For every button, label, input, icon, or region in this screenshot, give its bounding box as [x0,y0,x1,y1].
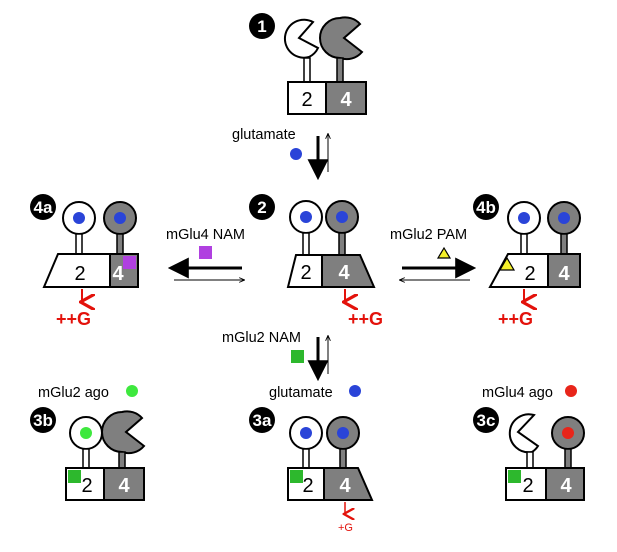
mglu4-nam-square [199,246,212,259]
badge-1 [249,13,275,39]
state-4b: 4b 2 4 ++G [473,194,581,329]
label-2: 2 [81,475,92,497]
stalk-gray [118,451,126,469]
mglu4-ago-bound [562,427,574,439]
badge-2 [249,194,275,220]
state-3c: mGlu4 ago 3c 2 4 [473,385,585,501]
stalk-gray [338,232,346,256]
badge-4a [30,194,56,220]
glutamate-bound [73,212,85,224]
stalk-gray [560,233,568,255]
mglu2-nam-bound [68,470,81,483]
glutamate-bound [337,427,349,439]
mglu2-ago-dot [126,385,138,397]
badge-3a [249,407,275,433]
mglu2-pam-triangle [436,246,452,259]
badge-4b [473,194,499,220]
glutamate-label: glutamate [232,127,296,143]
glutamate-bound [114,212,126,224]
stalk-gray [336,57,344,83]
glutamate-bound [300,427,312,439]
state-4a: 4a 2 4 ++G [30,194,139,329]
state-2: 2 2 4 ++G [249,194,383,329]
stalk-white [303,57,311,83]
stalk-gray [564,448,572,469]
badge-1-label: 1 [257,17,266,36]
state-3a: 3a 2 4 +G [249,407,374,534]
tmd-mglu2 [488,253,549,288]
label-4: 4 [558,263,570,285]
badge-3b-label: 3b [33,411,53,430]
label-4: 4 [339,475,351,497]
arrow-2-4b: mGlu2 PAM [390,227,477,280]
vft-open-white [283,18,320,59]
label-2: 2 [74,263,85,285]
mglu2-nam-square [291,350,304,363]
vft-open-white [508,413,540,454]
stalk-gray [116,233,124,255]
tmd-mglu4 [323,467,374,501]
badge-2-label: 2 [257,198,266,217]
mglu2-ago-label: mGlu2 ago [38,385,109,401]
badge-3b [30,407,56,433]
badge-3c [473,407,499,433]
tmd-mglu4 [325,81,367,115]
glutamate-bound [558,212,570,224]
label-4: 4 [112,263,124,285]
glutamate-dot [290,148,302,160]
state-1: 1 2 4 [249,13,367,115]
tmd-mglu4 [103,467,145,501]
arrow-1-2: glutamate [232,127,328,181]
stalk-white [526,451,534,469]
label-4: 4 [338,262,350,284]
mglu4-ago-dot [565,385,577,397]
stalk-gray [339,448,347,469]
glutamate-bound [300,211,312,223]
signal-label: +G [338,522,353,534]
glutamate-dot [349,385,361,397]
label-4: 4 [340,89,352,111]
mglu2-pam-bound [498,256,516,271]
signal-label: ++G [498,309,533,329]
label-2: 2 [522,475,533,497]
tmd-mglu4 [547,253,581,288]
label-2: 2 [300,262,311,284]
mglu2-nam-bound [508,470,521,483]
badge-4a-label: 4a [34,198,53,217]
label-2: 2 [524,263,535,285]
badge-3c-label: 3c [477,411,496,430]
label-4: 4 [118,475,130,497]
stalk-white [82,448,90,469]
stalk-white [302,448,310,469]
mglu2-ago-bound [80,427,92,439]
glutamate-bound [336,211,348,223]
mglu2-nam-label: mGlu2 NAM [222,330,301,346]
mglu4-nam-label: mGlu4 NAM [166,227,245,243]
glutamate-bound [518,212,530,224]
vft-open-gray [319,16,364,61]
badge-4b-label: 4b [476,198,496,217]
tmd-mglu4 [545,467,585,501]
badge-3a-label: 3a [253,411,272,430]
signal-label: ++G [348,309,383,329]
mglu4-ago-label: mGlu4 ago [482,385,553,401]
label-4: 4 [560,475,572,497]
arrow-2-3a: mGlu2 NAM glutamate [222,330,361,401]
vft-open-gray [101,410,146,455]
stalk-white [302,232,310,256]
label-2: 2 [301,89,312,111]
mglu4-nam-bound [123,256,136,269]
state-3b: mGlu2 ago 3b 2 4 [30,385,146,501]
mglu2-nam-bound [290,470,303,483]
arrow-2-4a: mGlu4 NAM [166,227,245,280]
stalk-white [520,233,528,255]
signal-label: ++G [56,309,91,329]
glutamate-label-2: glutamate [269,385,333,401]
tmd-mglu4 [321,254,376,288]
stalk-white [75,233,83,255]
label-2: 2 [302,475,313,497]
mglu2-pam-label: mGlu2 PAM [390,227,467,243]
